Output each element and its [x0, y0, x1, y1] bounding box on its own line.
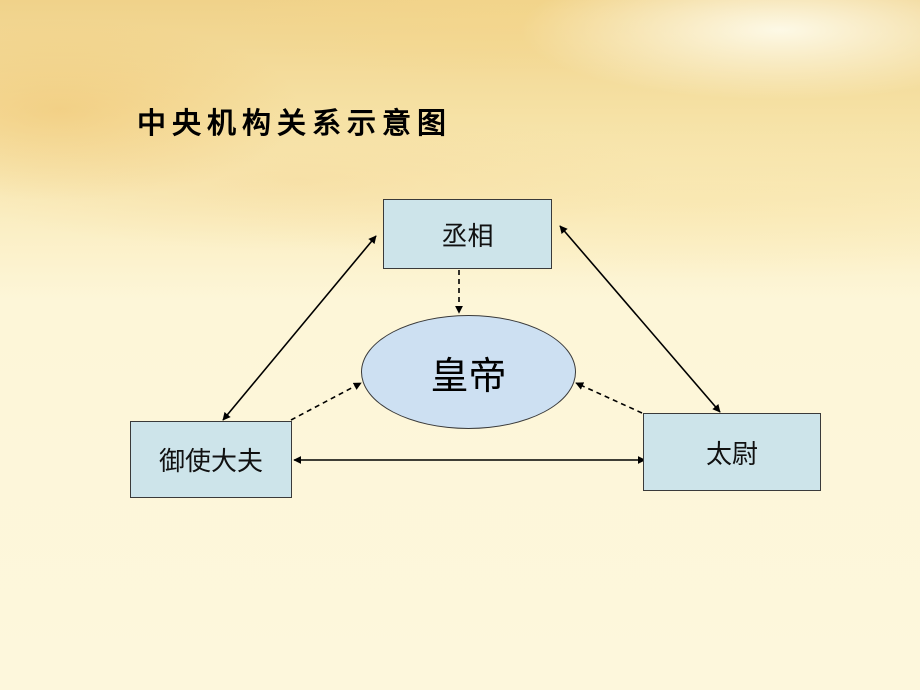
node-emperor-label: 皇帝	[430, 353, 507, 398]
edge-censor-emperor	[290, 382, 362, 421]
edge-chancellor-commandant	[559, 225, 721, 413]
node-emperor: 皇帝	[361, 315, 576, 429]
node-chancellor: 丞相	[383, 199, 552, 269]
node-censor-label: 御使大夫	[158, 447, 263, 477]
node-censor: 御使大夫	[130, 421, 292, 498]
edge-chancellor-censor	[222, 235, 377, 421]
node-commandant: 太尉	[643, 413, 821, 491]
edge-commandant-emperor	[575, 382, 643, 414]
diagram-title: 中央机构关系示意图	[137, 106, 453, 140]
node-chancellor-label: 丞相	[441, 221, 494, 252]
node-commandant-label: 太尉	[705, 439, 758, 470]
